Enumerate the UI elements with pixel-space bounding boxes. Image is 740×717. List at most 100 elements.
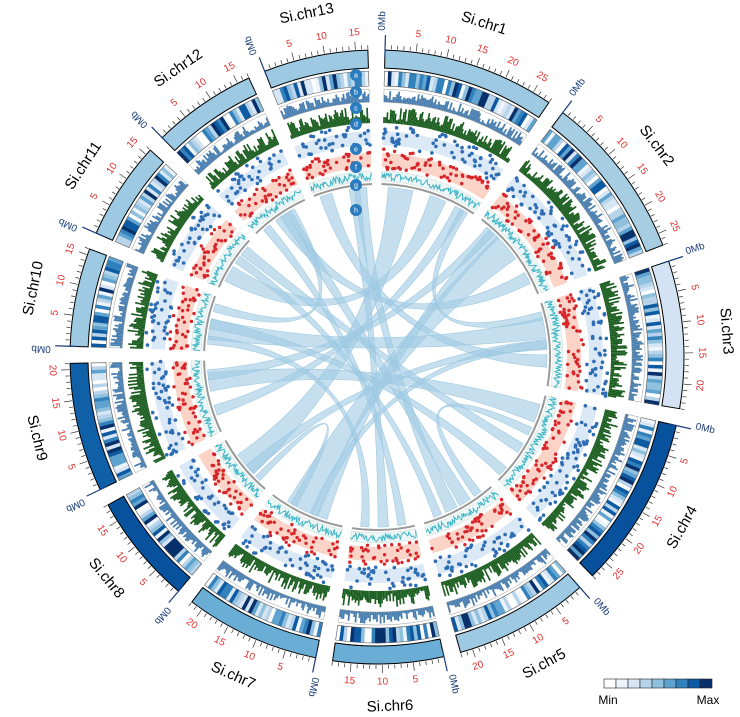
density-bar: [565, 212, 574, 220]
density-bar: [387, 590, 390, 596]
gc-bar: [400, 610, 403, 619]
gc-bar: [249, 131, 253, 136]
density-bar: [491, 139, 502, 154]
gc-bar: [406, 98, 409, 104]
indel-point: [541, 242, 545, 246]
density-bar: [144, 416, 152, 420]
heatmap-cell: [421, 74, 428, 91]
gc-bar: [429, 96, 434, 108]
gc-bar: [491, 584, 496, 590]
snp-point: [163, 280, 167, 285]
density-bar: [610, 340, 623, 343]
indel-point: [405, 549, 410, 553]
density-bar: [283, 573, 291, 590]
indel-point: [566, 313, 571, 317]
gc-bar: [553, 165, 563, 175]
density-bar: [544, 186, 554, 195]
gc-bar: [536, 555, 544, 564]
tick-mark: [437, 658, 440, 663]
density-bar: [137, 295, 151, 301]
density-bar: [191, 503, 196, 508]
gc-bar: [436, 101, 441, 110]
gc-bar: [301, 101, 307, 113]
gc-bar: [449, 600, 453, 606]
heatmap-cell: [257, 603, 268, 619]
snp-point: [583, 453, 587, 457]
tick-mark: [322, 45, 325, 54]
density-bar: [354, 590, 358, 603]
density-bar: [227, 169, 233, 175]
snp-point: [560, 456, 565, 460]
density-bar: [137, 425, 154, 433]
density-bar: [608, 321, 625, 326]
snp-point: [384, 570, 388, 575]
tick-mark: [231, 629, 234, 634]
density-bar: [127, 379, 145, 383]
density-bar: [559, 502, 564, 507]
density-bar: [201, 516, 208, 523]
gc-bar: [554, 167, 563, 176]
density-bar: [405, 121, 408, 125]
indel-point: [219, 239, 224, 243]
snp-point: [235, 189, 240, 194]
density-bar: [562, 498, 575, 509]
heatmap-cell: [422, 623, 429, 639]
snp-point: [588, 371, 593, 376]
gc-bar: [625, 298, 638, 303]
indel-point: [176, 372, 180, 377]
gc-bar: [629, 389, 639, 393]
tick-mark: [240, 75, 244, 80]
density-bar: [128, 343, 144, 346]
snp-point: [201, 486, 205, 490]
density-bar: [608, 388, 626, 393]
gc-bar: [454, 599, 459, 607]
heatmap-cell: [95, 300, 112, 308]
heatmap-cell: [605, 204, 621, 216]
gc-bar: [225, 137, 234, 148]
gc-bar: [265, 117, 271, 126]
snp-point: [155, 290, 160, 294]
snp-point: [430, 151, 434, 155]
indel-point: [481, 534, 485, 538]
heatmap-cell: [91, 343, 107, 348]
snp-point: [519, 524, 524, 529]
tick-mark: [682, 320, 691, 323]
gc-bar: [453, 110, 456, 115]
density-bar: [128, 385, 145, 390]
zero-mark: [258, 57, 268, 79]
indel-point: [445, 176, 450, 180]
heatmap-frame: [114, 163, 178, 249]
synteny-link: [263, 224, 407, 527]
snp-point: [392, 584, 396, 588]
indel-point: [177, 407, 182, 412]
gc-bar: [462, 596, 468, 607]
gc-bar: [539, 157, 544, 162]
gc-bar: [582, 506, 593, 514]
density-bar: [607, 311, 623, 317]
snp-point: [450, 569, 454, 573]
density-bar: [309, 125, 313, 133]
gc-bar: [201, 159, 209, 167]
indel-point: [258, 511, 263, 516]
gc-bar: [124, 304, 128, 308]
gc-bar: [573, 518, 583, 527]
density-bar: [610, 338, 623, 342]
gc-bar: [608, 246, 617, 252]
density-bar: [237, 163, 242, 168]
snp-point: [473, 164, 477, 168]
indel-point: [188, 376, 192, 380]
snp-point: [297, 153, 302, 158]
track-badge-letter: g: [354, 182, 358, 189]
heatmap-cell: [590, 180, 605, 193]
density-bar: [169, 475, 176, 480]
gc-bar: [335, 94, 339, 106]
heatmap-cell: [597, 510, 613, 523]
gc-bar: [208, 153, 216, 161]
indel-point: [248, 214, 252, 218]
heatmap-cell: [394, 71, 400, 87]
gc-bar: [316, 99, 320, 109]
density-bar: [253, 559, 261, 571]
tick-mark: [507, 635, 510, 640]
heatmap-cell: [647, 335, 663, 341]
heatmap-cell: [282, 85, 292, 102]
